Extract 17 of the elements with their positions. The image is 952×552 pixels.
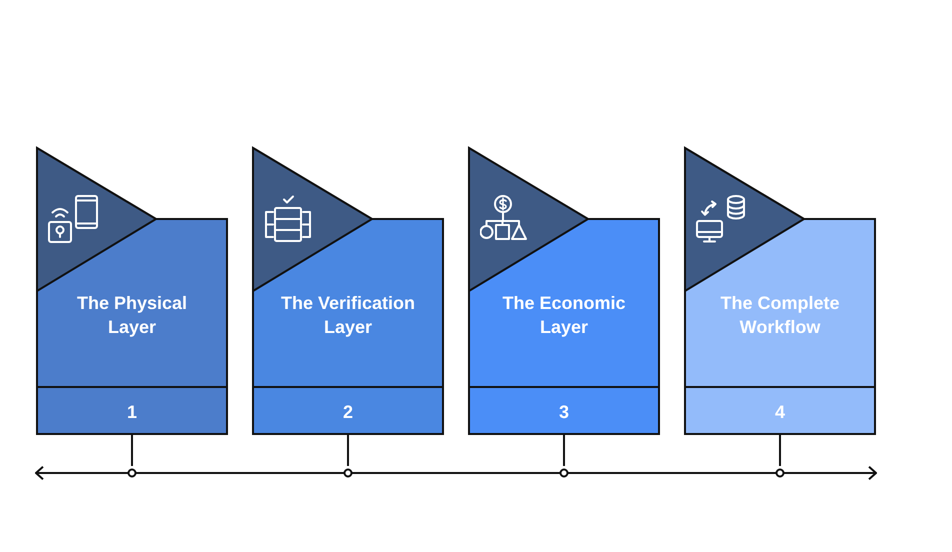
step-number: 1 — [126, 400, 137, 422]
layer-title: The Verification Layer — [280, 292, 416, 339]
layer-title: The Physical Layer — [76, 292, 188, 339]
step-number: 3 — [558, 400, 569, 422]
layer-card — [36, 147, 228, 435]
timeline-connector — [128, 435, 136, 478]
layer-card — [252, 147, 444, 435]
step-number: 4 — [774, 400, 785, 422]
layer-card — [684, 147, 876, 435]
step-number: 2 — [342, 400, 353, 422]
layer-title: The Economic Layer — [501, 292, 627, 339]
timeline-connector — [560, 435, 568, 478]
layer-title: The Complete Workflow — [719, 292, 840, 339]
timeline-connector — [344, 435, 352, 478]
layer-card — [468, 147, 660, 435]
timeline-axis — [35, 466, 877, 480]
timeline-connector — [776, 435, 784, 478]
